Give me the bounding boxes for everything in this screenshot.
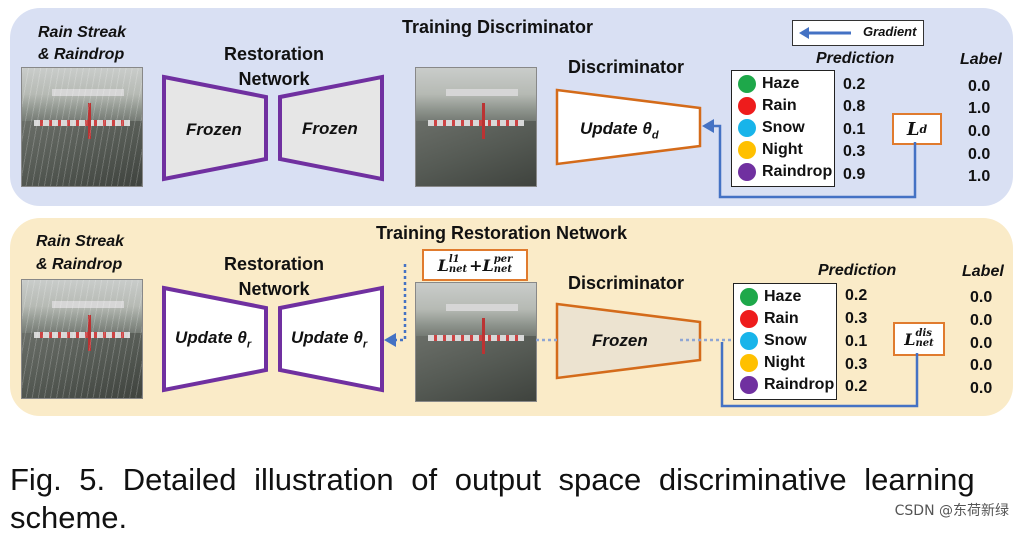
bottom-panel-title: Training Restoration Network bbox=[376, 223, 628, 243]
bottom-label-raindrop: 0.0 bbox=[970, 380, 993, 397]
bottom-legend-item-haze: Haze bbox=[740, 287, 801, 307]
bottom-restoration-title-line1: Restoration bbox=[223, 254, 324, 274]
snow-dot-icon bbox=[738, 119, 756, 137]
bottom-dotted-flow bbox=[536, 338, 732, 342]
top-restored-image bbox=[415, 67, 537, 187]
top-panel-title: Training Discriminator bbox=[402, 17, 594, 37]
top-discriminator-shape bbox=[555, 88, 702, 166]
top-label-night: 0.0 bbox=[968, 146, 991, 163]
bottom-prediction-haze: 0.2 bbox=[845, 287, 868, 304]
bottom-label-snow: 0.0 bbox=[970, 335, 993, 352]
top-label-header: Label bbox=[960, 51, 1002, 68]
rain-dot-icon bbox=[738, 97, 756, 115]
top-prediction-night: 0.3 bbox=[843, 143, 866, 160]
top-discriminator-title: Discriminator bbox=[567, 57, 685, 77]
bottom-label-night: 0.0 bbox=[970, 357, 993, 374]
gradient-legend: Gradient bbox=[792, 20, 924, 46]
bottom-prediction-snow: 0.1 bbox=[845, 333, 868, 350]
bottom-discriminator-title: Discriminator bbox=[567, 273, 685, 293]
top-gradient-path bbox=[712, 124, 917, 199]
bottom-net-loss-arrow bbox=[384, 264, 407, 347]
top-prediction-header: Prediction bbox=[816, 50, 895, 67]
top-restoration-title-line2: Network bbox=[238, 69, 310, 89]
top-prediction-raindrop: 0.9 bbox=[843, 166, 866, 183]
bottom-input-label-line1: Rain Streak bbox=[36, 233, 125, 250]
top-input-label-line2: & Raindrop bbox=[38, 46, 125, 63]
bottom-discriminator-shape bbox=[555, 302, 702, 380]
top-encoder-shape bbox=[162, 74, 268, 182]
rain-dot-icon bbox=[740, 310, 758, 328]
night-dot-icon bbox=[740, 354, 758, 372]
top-input-label-line1: Rain Streak bbox=[38, 24, 127, 41]
bottom-net-loss-path bbox=[394, 264, 407, 342]
bottom-net-loss-arrowhead-icon bbox=[384, 333, 396, 347]
bottom-decoder-shape bbox=[278, 285, 384, 393]
top-discriminator-label: Update θd bbox=[580, 119, 659, 142]
haze-dot-icon bbox=[740, 288, 758, 306]
top-decoder-shape bbox=[278, 74, 384, 182]
bottom-encoder-label: Update θr bbox=[175, 328, 252, 351]
watermark: CSDN @东荷新绿 bbox=[894, 503, 1009, 519]
top-legend-item-night: Night bbox=[738, 140, 803, 160]
top-legend-item-snow: Snow bbox=[738, 118, 805, 138]
bottom-prediction-night: 0.3 bbox=[845, 356, 868, 373]
figure-caption-line2: scheme. bbox=[10, 500, 128, 535]
top-legend-item-rain: Rain bbox=[738, 96, 797, 116]
top-discriminator bbox=[555, 88, 702, 166]
bottom-legend-item-rain: Rain bbox=[740, 309, 799, 329]
top-input-image bbox=[21, 67, 143, 187]
bottom-input-label-line2: & Raindrop bbox=[36, 256, 123, 273]
top-label-raindrop: 1.0 bbox=[968, 168, 991, 185]
gradient-legend-label: Gradient bbox=[863, 24, 917, 39]
bottom-encoder-shape bbox=[162, 285, 268, 393]
bottom-restoration-network bbox=[162, 285, 384, 393]
bottom-legend-item-night: Night bbox=[740, 353, 805, 373]
top-class-legend: Haze Rain Snow Night Raindrop bbox=[731, 70, 835, 187]
bottom-prediction-header: Prediction bbox=[818, 262, 897, 279]
bottom-restoration-title-line2: Network bbox=[238, 279, 310, 299]
night-dot-icon bbox=[738, 141, 756, 159]
top-gradient-arrow bbox=[702, 119, 917, 199]
top-legend-item-haze: Haze bbox=[738, 74, 799, 94]
bottom-discriminator-label: Frozen bbox=[592, 331, 648, 350]
bottom-input-image bbox=[21, 279, 143, 399]
haze-dot-icon bbox=[738, 75, 756, 93]
bottom-restored-image bbox=[415, 282, 537, 402]
bottom-label-haze: 0.0 bbox=[970, 289, 993, 306]
bottom-prediction-rain: 0.3 bbox=[845, 310, 868, 327]
top-restoration-network bbox=[162, 74, 384, 182]
top-label-snow: 0.0 bbox=[968, 123, 991, 140]
bottom-discriminator bbox=[555, 302, 702, 380]
bottom-legend-item-raindrop: Raindrop bbox=[740, 375, 834, 395]
top-restoration-title-line1: Restoration bbox=[223, 44, 324, 64]
bottom-legend-item-snow: Snow bbox=[740, 331, 807, 351]
top-prediction-snow: 0.1 bbox=[843, 121, 866, 138]
raindrop-dot-icon bbox=[738, 163, 756, 181]
bottom-label-rain: 0.0 bbox=[970, 312, 993, 329]
top-prediction-rain: 0.8 bbox=[843, 98, 866, 115]
top-decoder-label: Frozen bbox=[302, 119, 358, 138]
raindrop-dot-icon bbox=[740, 376, 758, 394]
top-legend-item-raindrop: Raindrop bbox=[738, 162, 832, 182]
bottom-class-legend: Haze Rain Snow Night Raindrop bbox=[733, 283, 837, 400]
top-label-haze: 0.0 bbox=[968, 78, 991, 95]
figure-caption-line1: Fig. 5. Detailed illustration of output … bbox=[10, 462, 975, 497]
top-label-rain: 1.0 bbox=[968, 100, 991, 117]
top-encoder-label: Frozen bbox=[186, 120, 242, 139]
top-prediction-haze: 0.2 bbox=[843, 76, 866, 93]
gradient-legend-arrow-icon bbox=[799, 27, 851, 39]
top-gradient-arrowhead-icon bbox=[702, 119, 714, 133]
bottom-label-header: Label bbox=[962, 263, 1004, 280]
snow-dot-icon bbox=[740, 332, 758, 350]
bottom-decoder-label: Update θr bbox=[291, 328, 368, 351]
bottom-prediction-raindrop: 0.2 bbox=[845, 378, 868, 395]
bottom-dis-loss-connector bbox=[720, 342, 919, 408]
